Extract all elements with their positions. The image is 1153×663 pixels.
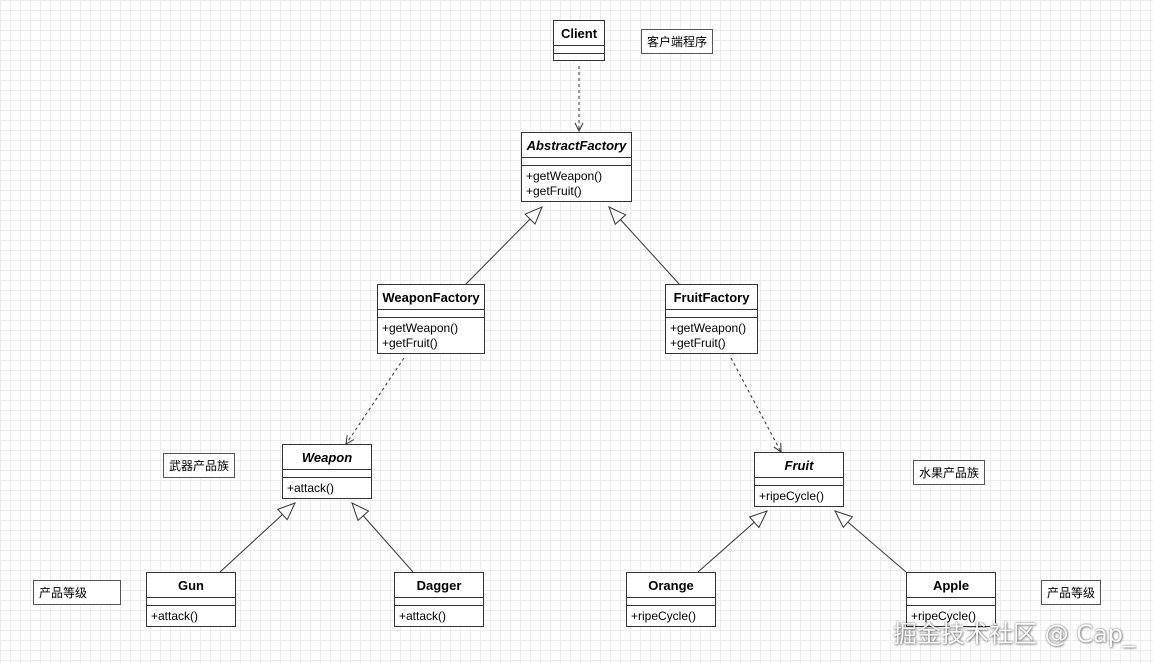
class-methods: +attack()	[283, 478, 371, 498]
inherit-dagger-weapon	[351, 502, 414, 573]
method: +getFruit()	[382, 336, 438, 350]
class-name: Orange	[627, 573, 715, 598]
note-client-program[interactable]: 客户端程序	[641, 29, 714, 54]
class-methods: +ripeCycle()	[755, 486, 843, 506]
class-fruit-factory[interactable]: FruitFactory +getWeapon() +getFruit()	[665, 284, 758, 354]
class-attributes	[395, 598, 483, 606]
class-name: WeaponFactory	[378, 285, 484, 310]
inherit-gun-weapon	[219, 502, 296, 573]
class-abstract-factory[interactable]: AbstractFactory +getWeapon() +getFruit()	[521, 132, 632, 202]
inherit-orange-fruit	[697, 510, 768, 573]
inherit-weaponfactory-abstractfactory	[464, 206, 543, 286]
watermark: 掘金技术社区 @ Cap_	[893, 620, 1135, 648]
class-attributes	[627, 598, 715, 606]
dependency-weaponfactory-weapon	[346, 357, 405, 444]
class-methods	[554, 54, 604, 60]
class-attributes	[522, 158, 631, 166]
class-attributes	[147, 598, 235, 606]
class-orange[interactable]: Orange +ripeCycle()	[626, 572, 716, 627]
class-dagger[interactable]: Dagger +attack()	[394, 572, 484, 627]
class-methods: +getWeapon() +getFruit()	[666, 318, 757, 353]
note-weapon-family[interactable]: 武器产品族	[163, 453, 236, 478]
method: +ripeCycle()	[631, 609, 697, 623]
note-product-level-right[interactable]: 产品等级	[1041, 580, 1102, 605]
class-name: FruitFactory	[666, 285, 757, 310]
class-name: Dagger	[395, 573, 483, 598]
class-methods: +getWeapon() +getFruit()	[522, 166, 631, 201]
class-attributes	[755, 478, 843, 486]
class-weapon-factory[interactable]: WeaponFactory +getWeapon() +getFruit()	[377, 284, 485, 354]
note-product-level-left[interactable]: 产品等级	[33, 580, 121, 605]
class-attributes	[907, 598, 995, 606]
class-methods: +ripeCycle()	[627, 606, 715, 626]
class-methods: +attack()	[395, 606, 483, 626]
method: +attack()	[287, 481, 335, 495]
class-apple[interactable]: Apple +ripeCycle()	[906, 572, 996, 627]
method: +attack()	[151, 609, 199, 623]
class-weapon[interactable]: Weapon +attack()	[282, 444, 372, 499]
note-fruit-family[interactable]: 水果产品族	[913, 460, 986, 485]
inherit-fruitfactory-abstractfactory	[608, 206, 681, 286]
class-name: Weapon	[283, 445, 371, 470]
class-attributes	[666, 310, 757, 318]
class-name: Apple	[907, 573, 995, 598]
class-client[interactable]: Client	[553, 20, 605, 61]
method: +getFruit()	[526, 184, 582, 198]
method: +ripeCycle()	[759, 489, 825, 503]
method: +getWeapon()	[526, 169, 603, 183]
class-methods: +ripeCycle()	[907, 606, 995, 626]
inherit-apple-fruit	[834, 510, 907, 573]
class-attributes	[283, 470, 371, 478]
class-gun[interactable]: Gun +attack()	[146, 572, 236, 627]
class-name: AbstractFactory	[522, 133, 631, 158]
method: +getFruit()	[670, 336, 726, 350]
method: +getWeapon()	[382, 321, 459, 335]
class-attributes	[378, 310, 484, 318]
method: +attack()	[399, 609, 447, 623]
class-name: Client	[554, 21, 604, 46]
class-name: Gun	[147, 573, 235, 598]
class-name: Fruit	[755, 453, 843, 478]
class-methods: +attack()	[147, 606, 235, 626]
dependency-fruitfactory-fruit	[730, 357, 781, 452]
method: +ripeCycle()	[911, 609, 977, 623]
method: +getWeapon()	[670, 321, 747, 335]
class-methods: +getWeapon() +getFruit()	[378, 318, 484, 353]
class-fruit[interactable]: Fruit +ripeCycle()	[754, 452, 844, 507]
class-attributes	[554, 46, 604, 54]
